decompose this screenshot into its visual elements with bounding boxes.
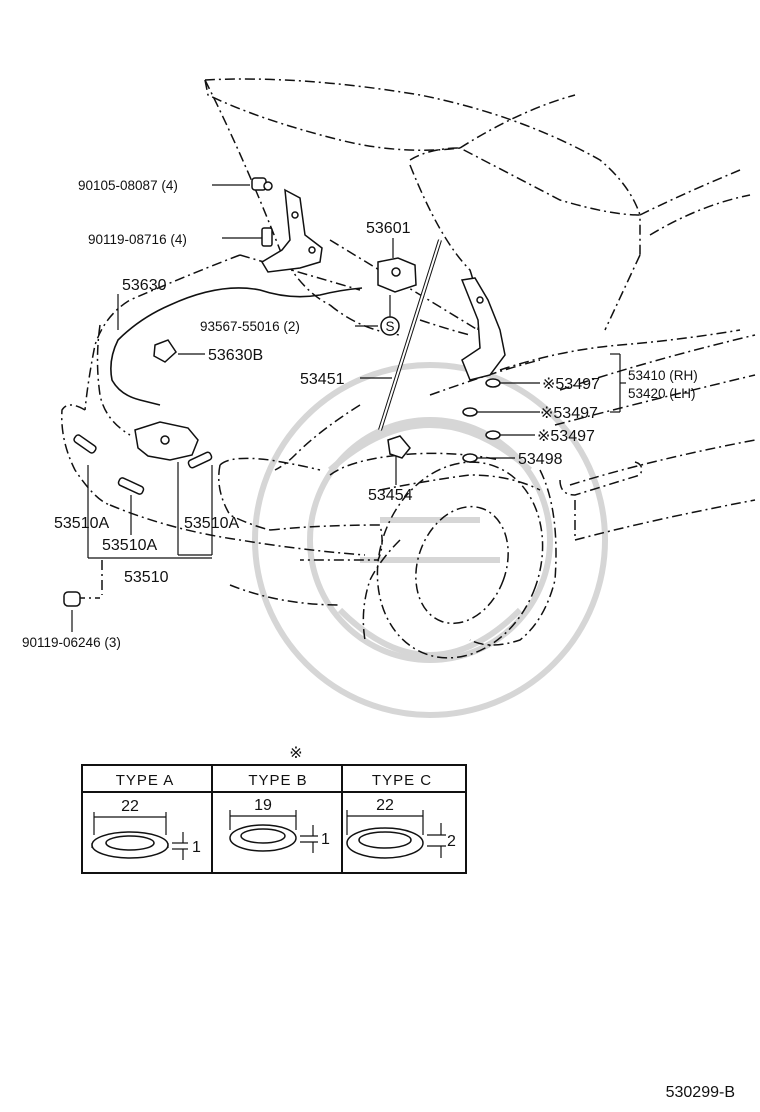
table-note-symbol: ※ xyxy=(289,745,302,762)
callout-90119-06246: 90119-06246 (3) xyxy=(22,635,121,650)
hood-hinge-left xyxy=(260,188,323,273)
callout-53510a-right: 53510A xyxy=(184,515,239,532)
leader-lines xyxy=(71,184,626,632)
table-header-type-b: TYPE B xyxy=(248,772,307,789)
callout-53601: 53601 xyxy=(366,220,411,237)
washers-53497 xyxy=(462,378,501,463)
callout-93567-55016: 93567-55016 (2) xyxy=(200,319,300,334)
callout-53497-1: ※53497 xyxy=(542,376,600,393)
table-header-type-c: TYPE C xyxy=(372,772,432,789)
bolt-90105 xyxy=(251,177,273,191)
callout-53410-rh: 53410 (RH) xyxy=(628,368,698,383)
bolt-90119-lower xyxy=(63,591,81,607)
callout-53497-3: ※53497 xyxy=(537,428,595,445)
cable-clamp-53630b xyxy=(153,339,177,363)
type-c-thickness: 2 xyxy=(447,833,456,850)
hood-hinge-right xyxy=(460,277,506,381)
callout-53497-2: ※53497 xyxy=(540,405,598,422)
hood-lock-assembly-53510 xyxy=(134,421,199,461)
callout-53510a-left: 53510A xyxy=(54,515,109,532)
table-header-type-a: TYPE A xyxy=(116,772,175,789)
washer-type-c xyxy=(346,810,446,859)
callout-53630b: 53630B xyxy=(208,347,263,364)
callout-53510: 53510 xyxy=(124,569,169,586)
type-a-width: 22 xyxy=(121,798,139,815)
type-b-thickness: 1 xyxy=(321,831,330,848)
type-a-thickness: 1 xyxy=(192,839,201,856)
type-b-width: 19 xyxy=(254,797,272,814)
callout-53451: 53451 xyxy=(300,371,345,388)
cushion-53454 xyxy=(387,435,411,459)
service-symbol-circle xyxy=(380,316,400,336)
release-cable-53630 xyxy=(110,287,363,406)
diagram-code: 530299-B xyxy=(666,1084,735,1101)
callout-53498: 53498 xyxy=(518,451,563,468)
hood-lock-53601 xyxy=(377,257,417,293)
washer-type-table xyxy=(81,764,467,874)
callout-53454: 53454 xyxy=(368,487,413,504)
callout-53630: 53630 xyxy=(122,277,167,294)
callout-90119-08716: 90119-08716 (4) xyxy=(88,232,187,247)
bolt-90119-upper xyxy=(261,227,273,247)
watermark-logo xyxy=(252,362,608,718)
service-symbol: S xyxy=(385,319,394,334)
type-c-width: 22 xyxy=(376,797,394,814)
hood-support-rod-53451 xyxy=(378,239,442,431)
washer-type-a xyxy=(91,812,188,860)
callout-53510a-mid: 53510A xyxy=(102,537,157,554)
washer-type-b xyxy=(229,810,318,853)
callout-90105-08087: 90105-08087 (4) xyxy=(78,178,178,193)
callout-53420-lh: 53420 (LH) xyxy=(628,386,696,401)
spring-53510a xyxy=(73,434,213,495)
